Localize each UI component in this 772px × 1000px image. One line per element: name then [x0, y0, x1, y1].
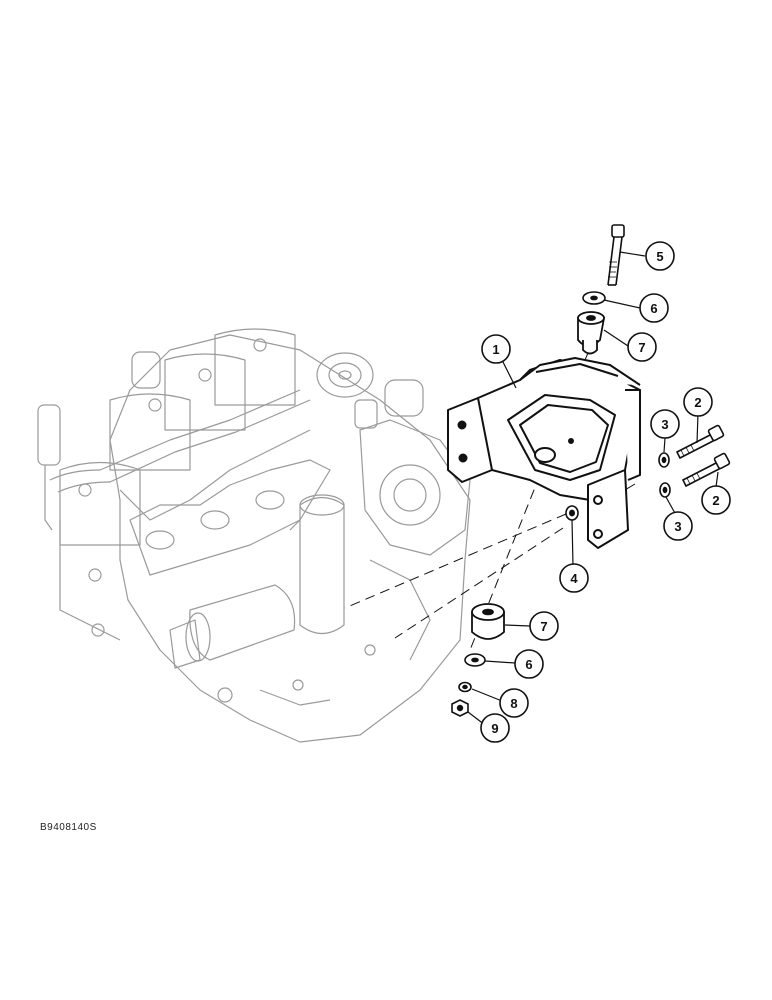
callout-2-upper: 2 — [683, 387, 713, 417]
callout-7-lower-label: 7 — [540, 619, 547, 634]
top-bolt — [607, 224, 625, 286]
callout-1: 1 — [481, 334, 511, 364]
callout-6-upper-label: 6 — [650, 301, 657, 316]
callout-7-upper-label: 7 — [638, 340, 645, 355]
callout-4: 4 — [559, 563, 589, 593]
upper-washer — [582, 291, 606, 305]
callout-5: 5 — [645, 241, 675, 271]
engine-block — [37, 328, 471, 743]
callout-8: 8 — [499, 688, 529, 718]
figure-code: B9408140S — [40, 822, 97, 833]
callout-3-lower-label: 3 — [674, 519, 681, 534]
leader-lines — [467, 251, 719, 726]
callout-6-lower-label: 6 — [525, 657, 532, 672]
callout-9: 9 — [480, 713, 510, 743]
callout-9-label: 9 — [491, 721, 498, 736]
upper-cushion — [577, 311, 606, 355]
nut — [451, 699, 469, 717]
callout-4-label: 4 — [570, 571, 578, 586]
sleeve — [565, 505, 579, 521]
callout-2-lower-label: 2 — [712, 493, 719, 508]
mounting-bracket — [447, 357, 641, 549]
lower-cushion — [471, 603, 505, 640]
callout-3-upper-label: 3 — [661, 417, 668, 432]
callout-6-lower: 6 — [514, 649, 544, 679]
callout-2-upper-label: 2 — [694, 395, 701, 410]
callout-8-label: 8 — [510, 696, 517, 711]
side-washers — [658, 452, 671, 498]
lock-washer — [458, 681, 472, 693]
callout-1-label: 1 — [492, 342, 499, 357]
callout-6-upper: 6 — [639, 293, 669, 323]
callout-3-upper: 3 — [650, 409, 680, 439]
lower-washer — [464, 653, 486, 667]
side-bolts — [675, 424, 731, 488]
callout-7-upper: 7 — [627, 332, 657, 362]
callout-5-label: 5 — [656, 249, 663, 264]
callout-3-lower: 3 — [663, 511, 693, 541]
callout-7-lower: 7 — [529, 611, 559, 641]
callout-2-lower: 2 — [701, 485, 731, 515]
